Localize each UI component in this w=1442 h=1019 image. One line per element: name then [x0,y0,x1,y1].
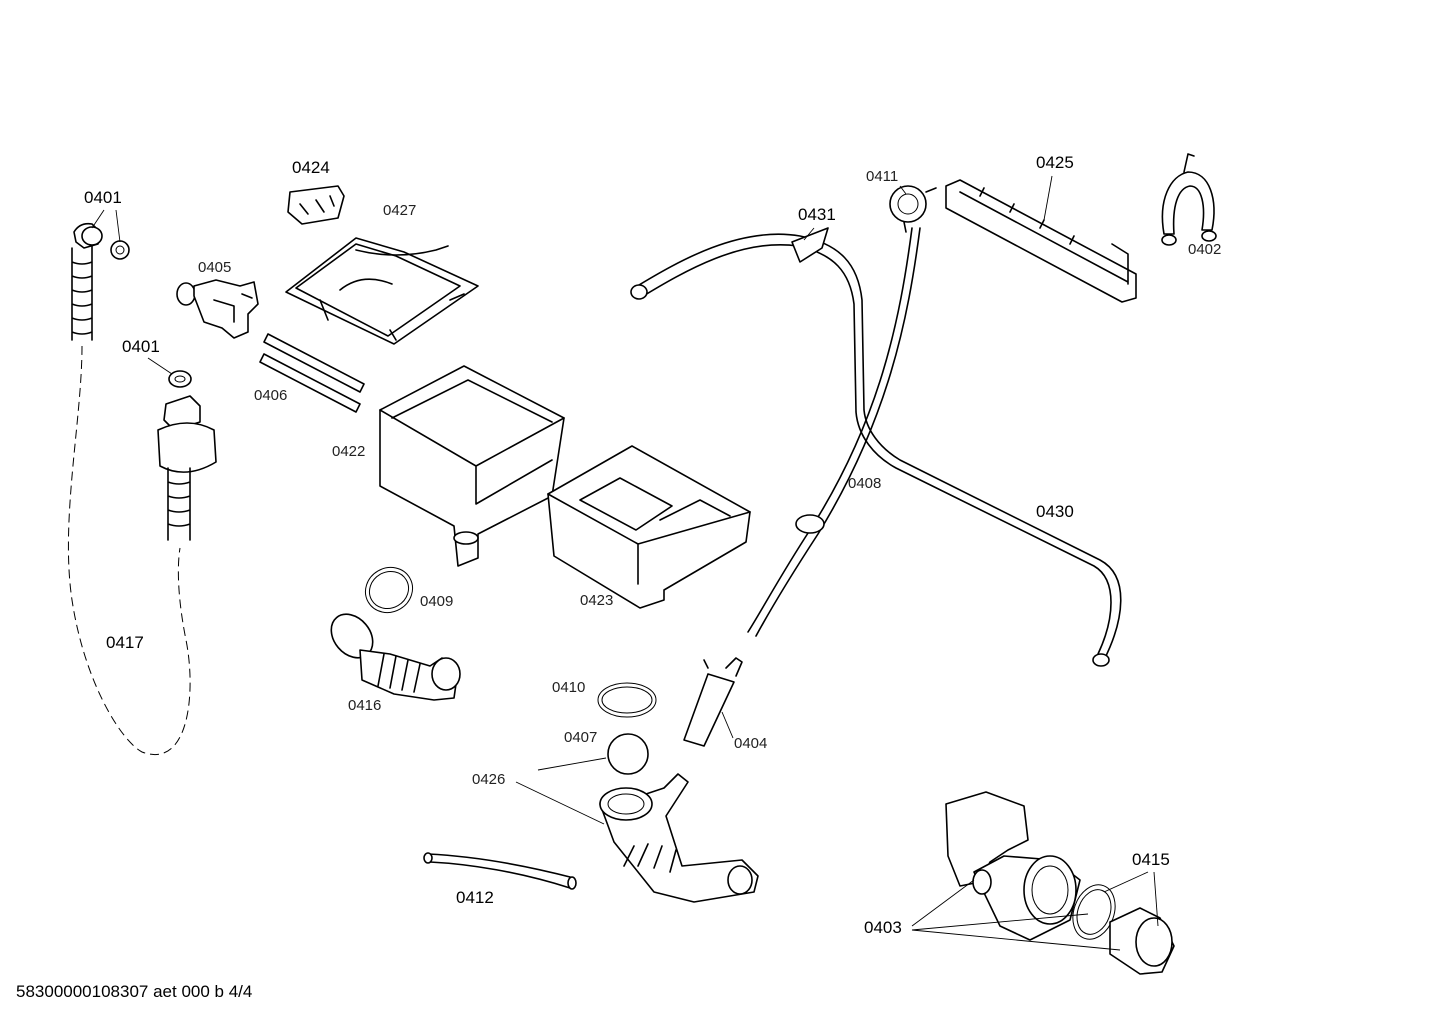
label-0416: 0416 [348,697,381,714]
label-0431: 0431 [798,205,836,224]
part-0423-detergent-drawer [547,445,751,609]
part-0409-seal-ring [364,566,414,614]
label-0430: 0430 [1036,502,1074,521]
part-0426-sump-hose [599,773,759,903]
label-0405: 0405 [198,259,231,276]
part-0424-clip [287,185,345,225]
part-0422-drawer-housing [379,365,565,567]
label-0422: 0422 [332,443,365,460]
label-0401-upper: 0401 [84,188,122,207]
part-0405-valve [176,279,259,339]
label-0403: 0403 [864,918,902,937]
part-0401-inlet-hose-lower [157,370,217,541]
part-0401-inlet-hose-upper [71,222,130,341]
part-0427-frame [285,237,479,345]
part-0407-ball [607,733,649,775]
part-0415-filter [1072,884,1175,975]
part-0417-hose-dashed [67,345,191,755]
label-0407: 0407 [564,729,597,746]
label-0426: 0426 [472,771,505,788]
label-0404: 0404 [734,735,767,752]
label-0402: 0402 [1188,241,1221,258]
part-0425-rail [945,179,1137,303]
label-0417: 0417 [106,633,144,652]
label-0411: 0411 [866,168,898,185]
part-0404-sensor [683,657,743,747]
part-0411-pressure-switch [889,185,937,233]
label-0406: 0406 [254,387,287,404]
part-0412-hose [423,852,577,890]
label-0412: 0412 [456,888,494,907]
label-0410: 0410 [552,679,585,696]
part-0410-ring [597,682,657,718]
part-0408-tube [747,227,921,637]
label-0423: 0423 [580,592,613,609]
drawing-number-footer: 58300000108307 aet 000 b 4/4 [16,982,252,1001]
part-0406-rods [259,333,365,413]
label-0408: 0408 [848,475,881,492]
label-0415: 0415 [1132,850,1170,869]
part-0402-u-bend [1161,153,1217,246]
label-0425: 0425 [1036,153,1074,172]
label-0409: 0409 [420,593,453,610]
part-0431-hose [630,227,1122,667]
label-0427: 0427 [383,202,416,219]
label-0424: 0424 [292,158,330,177]
part-0416-bellows [330,613,461,701]
label-0401-lower: 0401 [122,337,160,356]
part-0403-pump [945,791,1081,941]
leader-lines [91,175,1159,951]
